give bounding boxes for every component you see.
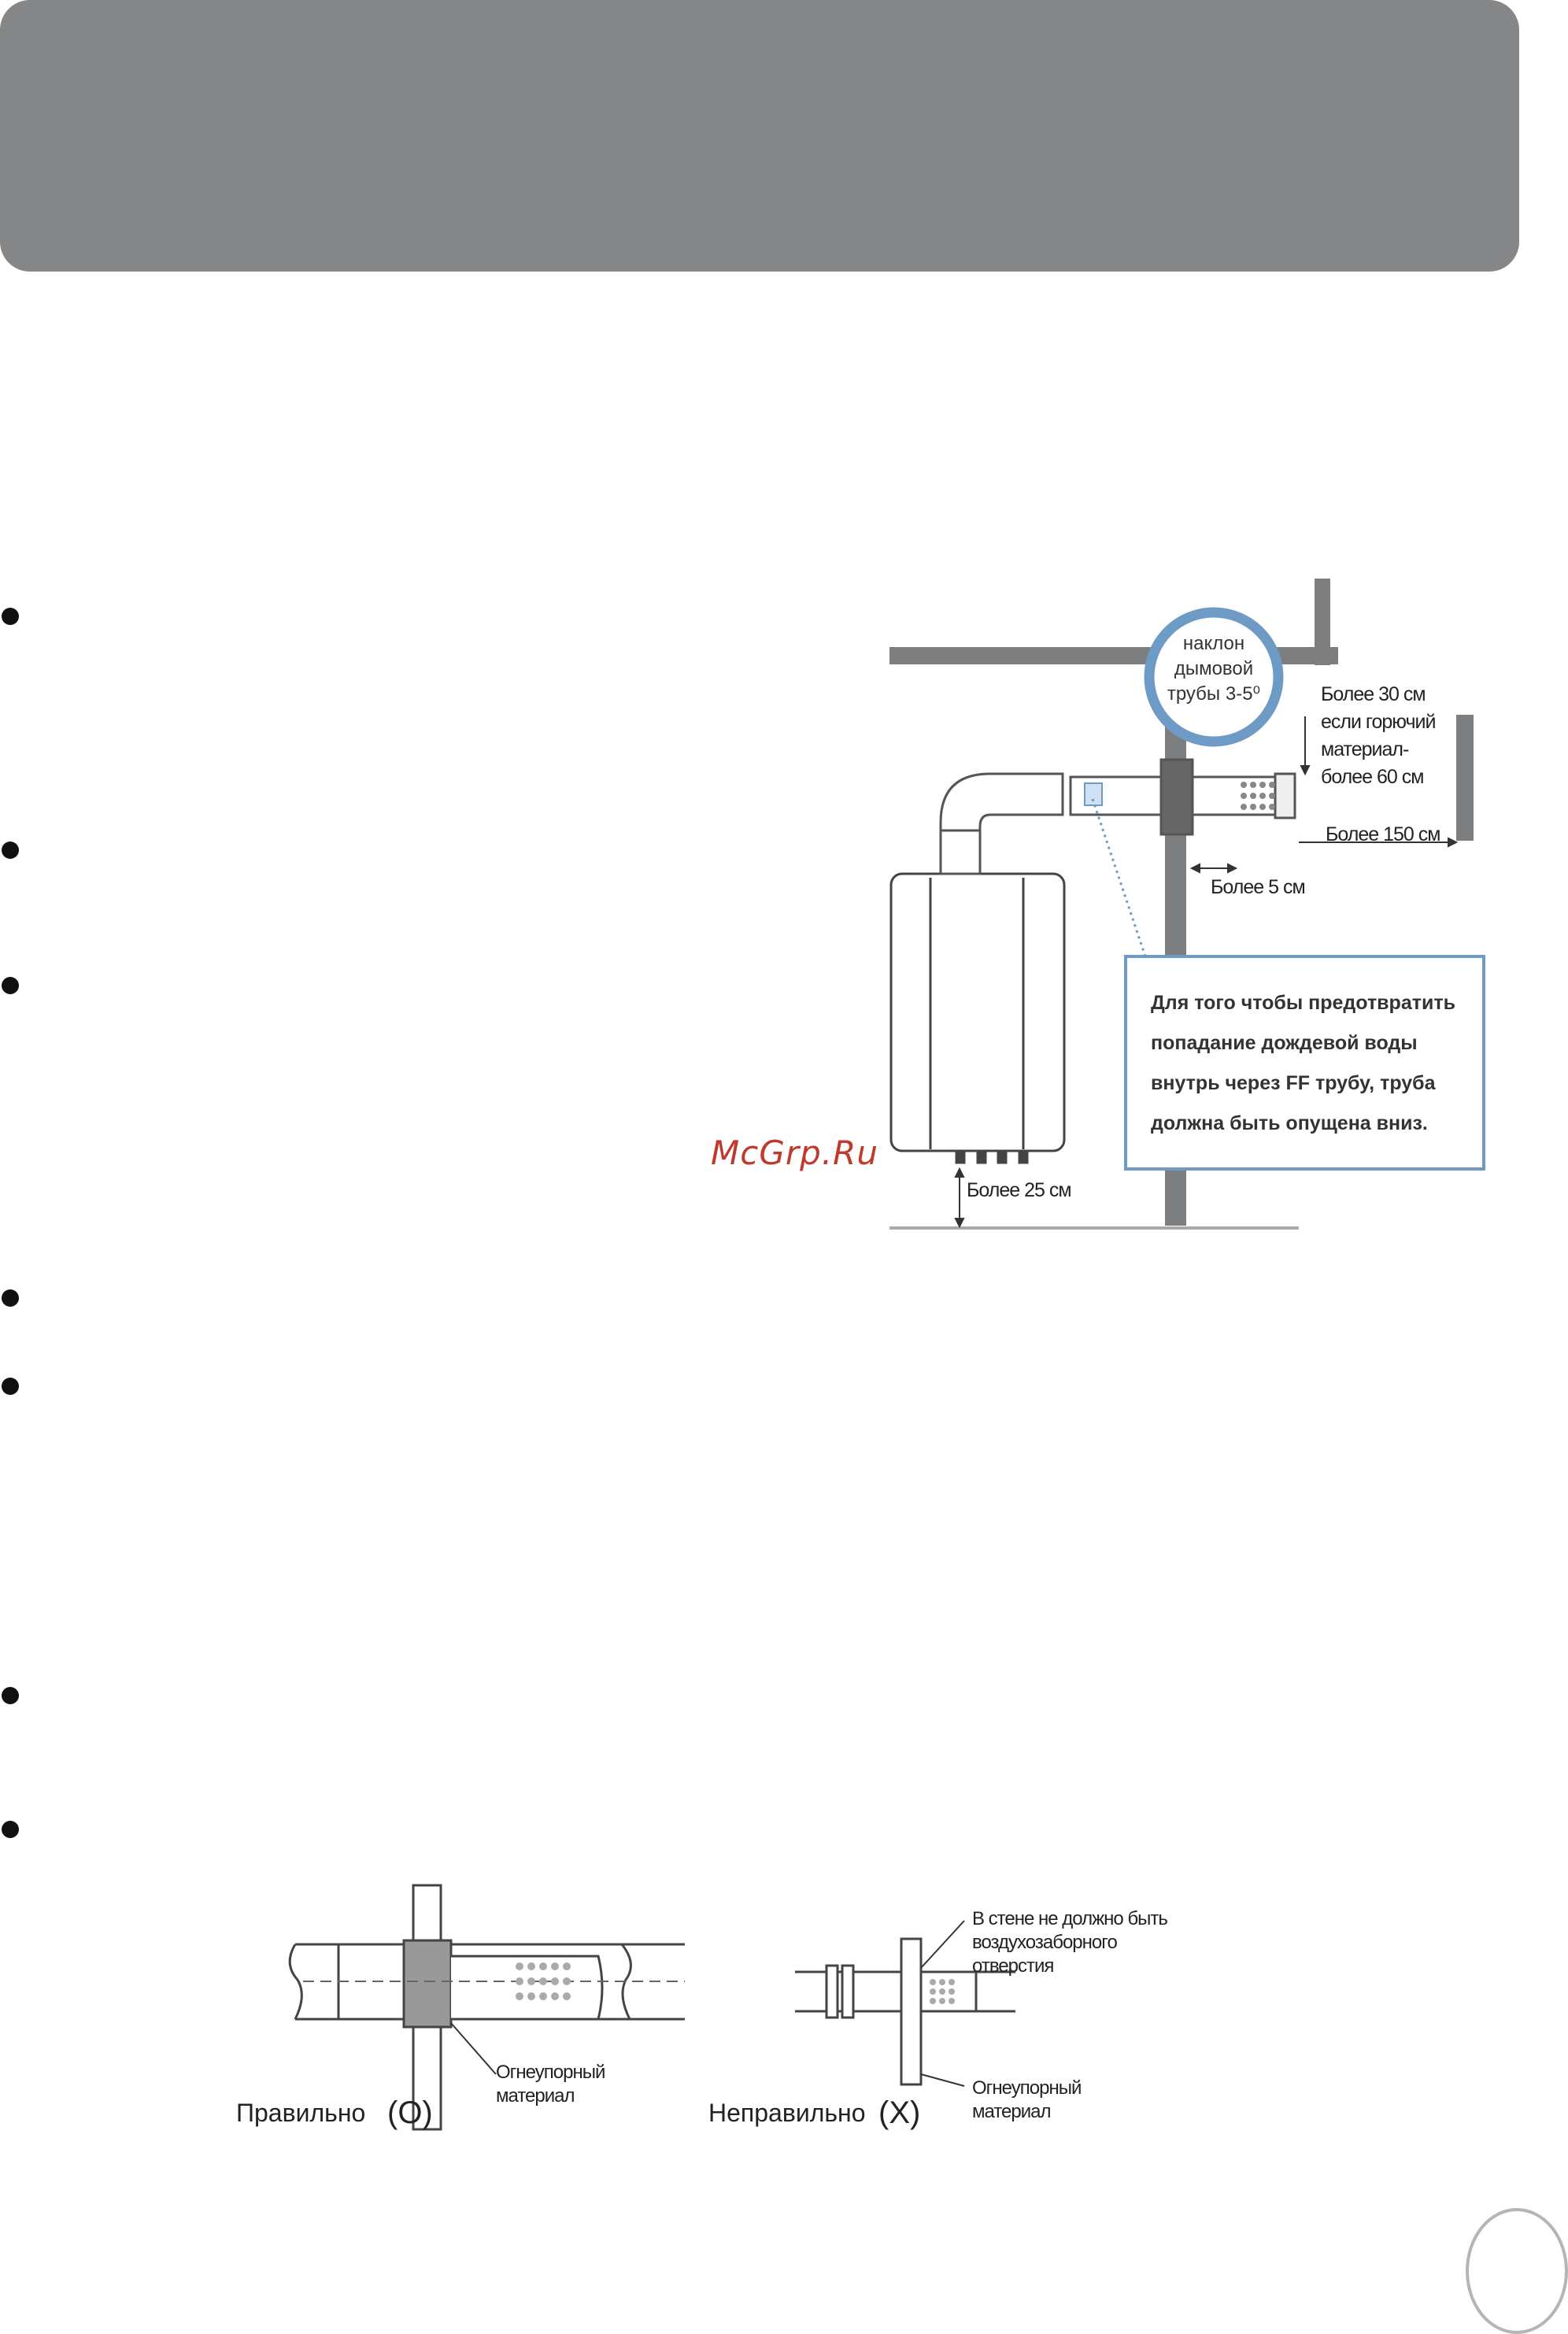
- incorrect-note-1: В стене не должно быть: [972, 1908, 1167, 1929]
- slope-callout: [1144, 607, 1284, 747]
- distance-25-label: Более 25 см: [967, 1179, 1071, 1201]
- slope-label-1: наклон: [1183, 633, 1244, 654]
- watermark-text: McGrp.Ru: [711, 1134, 878, 1172]
- combustible-label-1: Более 30 см: [1321, 683, 1426, 705]
- header-banner: [0, 0, 1519, 272]
- flue-elbow: [939, 772, 1064, 875]
- incorrect-material-2: материал: [972, 2101, 1051, 2122]
- bullet-dot: [2, 977, 19, 994]
- page-number-circle: [1466, 2208, 1568, 2334]
- correct-label: Правильно: [236, 2099, 365, 2127]
- correct-material-2: материал: [496, 2085, 575, 2107]
- flue-installation-diagram: наклон дымовой трубы 3-5⁰ Более 30 см ес…: [889, 579, 1485, 1230]
- bullet-dot: [2, 1821, 19, 1838]
- slope-label-3: трубы 3-5⁰: [1167, 683, 1260, 705]
- incorrect-note-2: воздухозаборного: [972, 1932, 1117, 1953]
- bullet-dot: [2, 1378, 19, 1395]
- combustible-label-3: материал-: [1321, 738, 1409, 760]
- floor-line: [889, 1226, 1299, 1230]
- incorrect-material-1: Огнеупорный: [972, 2077, 1081, 2099]
- boiler: [889, 872, 1066, 1164]
- bullet-dot: [2, 608, 19, 625]
- combustible-label-4: более 60 см: [1321, 766, 1423, 788]
- note-leader: [1091, 798, 1147, 957]
- bullet-dot: [2, 841, 19, 859]
- incorrect-label: Неправильно: [708, 2099, 866, 2127]
- pipe-vents: [1241, 782, 1275, 810]
- distance-150-label: Более 150 см: [1326, 823, 1440, 845]
- correct-installation: [288, 1884, 685, 2131]
- flue-pipe: [1069, 758, 1296, 836]
- wall-top-stub: [1315, 579, 1330, 665]
- rain-note-3: внутрь через FF трубу, труба: [1151, 1072, 1437, 1094]
- correct-vents: [516, 1962, 571, 2000]
- rain-note-box: [1124, 955, 1485, 1171]
- bullet-dot: [2, 1289, 19, 1307]
- correct-mark: (O): [387, 2095, 433, 2130]
- incorrect-mark: (X): [878, 2095, 920, 2130]
- distance-5-label: Более 5 см: [1211, 876, 1305, 898]
- rain-note-1: Для того чтобы предотвратить: [1151, 992, 1455, 1014]
- correct-material-1: Огнеупорный: [496, 2062, 605, 2083]
- wall-penetration-diagram: Огнеупорный материал Правильно (O) В сте…: [236, 1884, 1168, 2131]
- side-wall: [1456, 715, 1474, 841]
- bullet-dot: [2, 1687, 19, 1704]
- incorrect-note-3: отверстия: [972, 1955, 1053, 1977]
- pipe-clamp: [1084, 782, 1103, 806]
- rain-note-2: попадание дождевой воды: [1151, 1032, 1418, 1054]
- slope-label-2: дымовой: [1174, 658, 1253, 679]
- incorrect-vents: [930, 1979, 955, 2004]
- combustible-label-2: если горючий: [1321, 711, 1435, 733]
- rain-note-4: должна быть опущена вниз.: [1151, 1112, 1428, 1134]
